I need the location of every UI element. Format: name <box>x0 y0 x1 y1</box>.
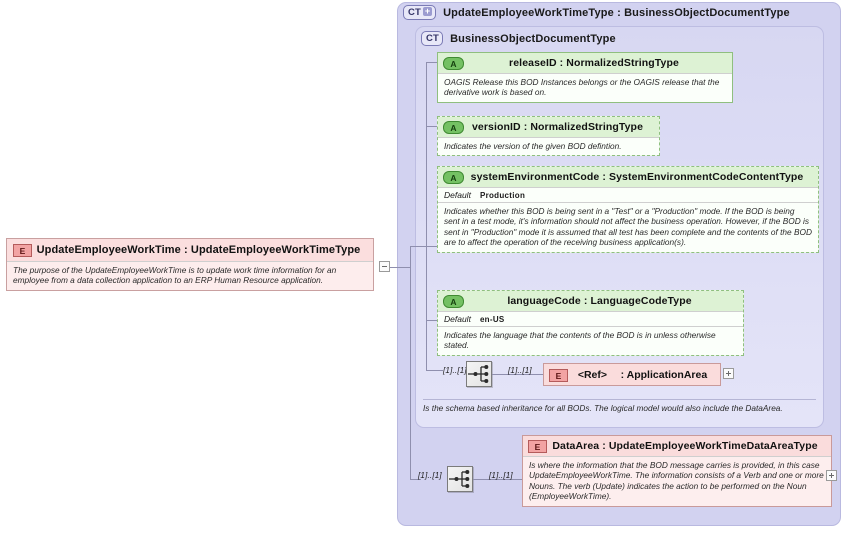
root-connector-horizontal <box>390 267 411 268</box>
sequence-compositor-icon[interactable] <box>466 361 492 387</box>
ref-element-box-applicationarea[interactable]: E <Ref> : ApplicationArea <box>543 363 721 386</box>
attribute-badge-icon: A <box>443 171 464 184</box>
attribute-badge-icon: A <box>443 57 464 70</box>
dataarea-expand-toggle[interactable] <box>826 470 837 481</box>
attribute-header-systemenvironmentcode: A systemEnvironmentCode : SystemEnvironm… <box>438 167 818 187</box>
root-element-box[interactable]: E UpdateEmployeeWorkTime : UpdateEmploye… <box>6 238 374 291</box>
attribute-name-systemenvironmentcode: systemEnvironmentCode : SystemEnvironmen… <box>470 171 804 183</box>
sequence-to-dataarea-connector <box>473 479 522 480</box>
root-connector-vertical <box>410 246 411 480</box>
attribute-documentation-releaseid: OAGIS Release this BOD Instances belongs… <box>438 73 732 102</box>
base-type-branch <box>410 246 426 247</box>
attribute-branch-sysenv <box>426 246 437 247</box>
root-element-name: UpdateEmployeeWorkTime : UpdateEmployeeW… <box>36 244 361 256</box>
outer-type-header: CT+ UpdateEmployeeWorkTimeType : Busines… <box>403 5 790 20</box>
default-value: Production <box>479 191 526 200</box>
ct-badge-text: CT <box>408 7 422 18</box>
sequence-glyph <box>449 470 470 488</box>
ref-element-ref-text: <Ref> <box>577 368 607 381</box>
attribute-documentation-systemenvironmentcode: Indicates whether this BOD is being sent… <box>438 202 818 252</box>
attribute-default-systemenvironmentcode: Default Production <box>438 187 818 202</box>
ref-element-header: E <Ref> : ApplicationArea <box>544 364 720 385</box>
attribute-documentation-languagecode: Indicates the language that the contents… <box>438 326 743 355</box>
attribute-name-languagecode: languageCode : LanguageCodeType <box>507 295 692 307</box>
attribute-branch-versionid <box>426 126 437 127</box>
ct-expand-plus-icon[interactable]: + <box>423 6 433 16</box>
attribute-box-systemenvironmentcode[interactable]: A systemEnvironmentCode : SystemEnvironm… <box>437 166 819 253</box>
element-badge-icon: E <box>549 368 568 382</box>
attribute-badge-icon: A <box>443 295 464 308</box>
attribute-branch-languagecode <box>426 320 437 321</box>
complex-type-badge-icon-base[interactable]: CT <box>421 31 444 46</box>
element-badge-icon: E <box>13 244 32 257</box>
sequence-to-ref-connector <box>492 374 543 375</box>
ref-element-type-text: : ApplicationArea <box>620 368 708 381</box>
base-type-title: BusinessObjectDocumentType <box>450 32 616 45</box>
outer-type-title: UpdateEmployeeWorkTimeType : BusinessObj… <box>443 6 790 19</box>
attribute-name-versionid: versionID : NormalizedStringType <box>471 121 644 133</box>
attribute-branch-sequence <box>426 370 443 371</box>
cardinality-right-applicationarea: [1]..[1] <box>508 366 532 375</box>
attribute-name-releaseid: releaseID : NormalizedStringType <box>509 57 679 69</box>
root-element-documentation: The purpose of the UpdateEmployeeWorkTim… <box>7 261 373 290</box>
attribute-branch-releaseid <box>426 62 437 63</box>
cardinality-right-dataarea: [1]..[1] <box>489 471 513 480</box>
sequence-glyph <box>468 365 489 383</box>
ct-base-badge-text: CT <box>426 33 440 44</box>
base-type-documentation: Is the schema based inheritance for all … <box>423 399 816 414</box>
cardinality-left-dataarea: [1]..[1] <box>418 471 442 480</box>
element-badge-icon: E <box>528 440 547 453</box>
attribute-header-versionid: A versionID : NormalizedStringType <box>438 117 659 137</box>
attribute-box-languagecode[interactable]: A languageCode : LanguageCodeType Defaul… <box>437 290 744 356</box>
ref-element-labels: <Ref> : ApplicationArea <box>568 369 714 381</box>
dataarea-documentation: Is where the information that the BOD me… <box>523 456 831 506</box>
root-element-header: E UpdateEmployeeWorkTime : UpdateEmploye… <box>7 239 373 261</box>
attribute-documentation-versionid: Indicates the version of the given BOD d… <box>438 137 659 156</box>
element-box-dataarea[interactable]: E DataArea : UpdateEmployeeWorkTimeDataA… <box>522 435 832 507</box>
sequence-compositor-icon[interactable] <box>447 466 473 492</box>
default-label: Default <box>444 190 471 200</box>
attribute-box-releaseid[interactable]: A releaseID : NormalizedStringType OAGIS… <box>437 52 733 103</box>
dataarea-name: DataArea : UpdateEmployeeWorkTimeDataAre… <box>552 440 818 452</box>
cardinality-left-applicationarea: [1]..[1] <box>443 366 467 375</box>
attribute-box-versionid[interactable]: A versionID : NormalizedStringType Indic… <box>437 116 660 157</box>
attribute-badge-icon: A <box>443 121 464 134</box>
attribute-header-releaseid: A releaseID : NormalizedStringType <box>438 53 732 73</box>
dataarea-header: E DataArea : UpdateEmployeeWorkTimeDataA… <box>523 436 831 456</box>
default-label: Default <box>444 314 471 324</box>
ref-element-expand-toggle[interactable] <box>723 368 734 379</box>
default-value: en-US <box>479 315 505 324</box>
dataarea-branch <box>410 479 421 480</box>
root-element-collapse-toggle[interactable] <box>379 261 390 272</box>
complex-type-badge-icon[interactable]: CT+ <box>403 5 437 20</box>
attribute-header-languagecode: A languageCode : LanguageCodeType <box>438 291 743 311</box>
attribute-default-languagecode: Default en-US <box>438 311 743 326</box>
attribute-tree-spine <box>426 62 427 370</box>
base-type-header: CT BusinessObjectDocumentType <box>421 31 616 46</box>
